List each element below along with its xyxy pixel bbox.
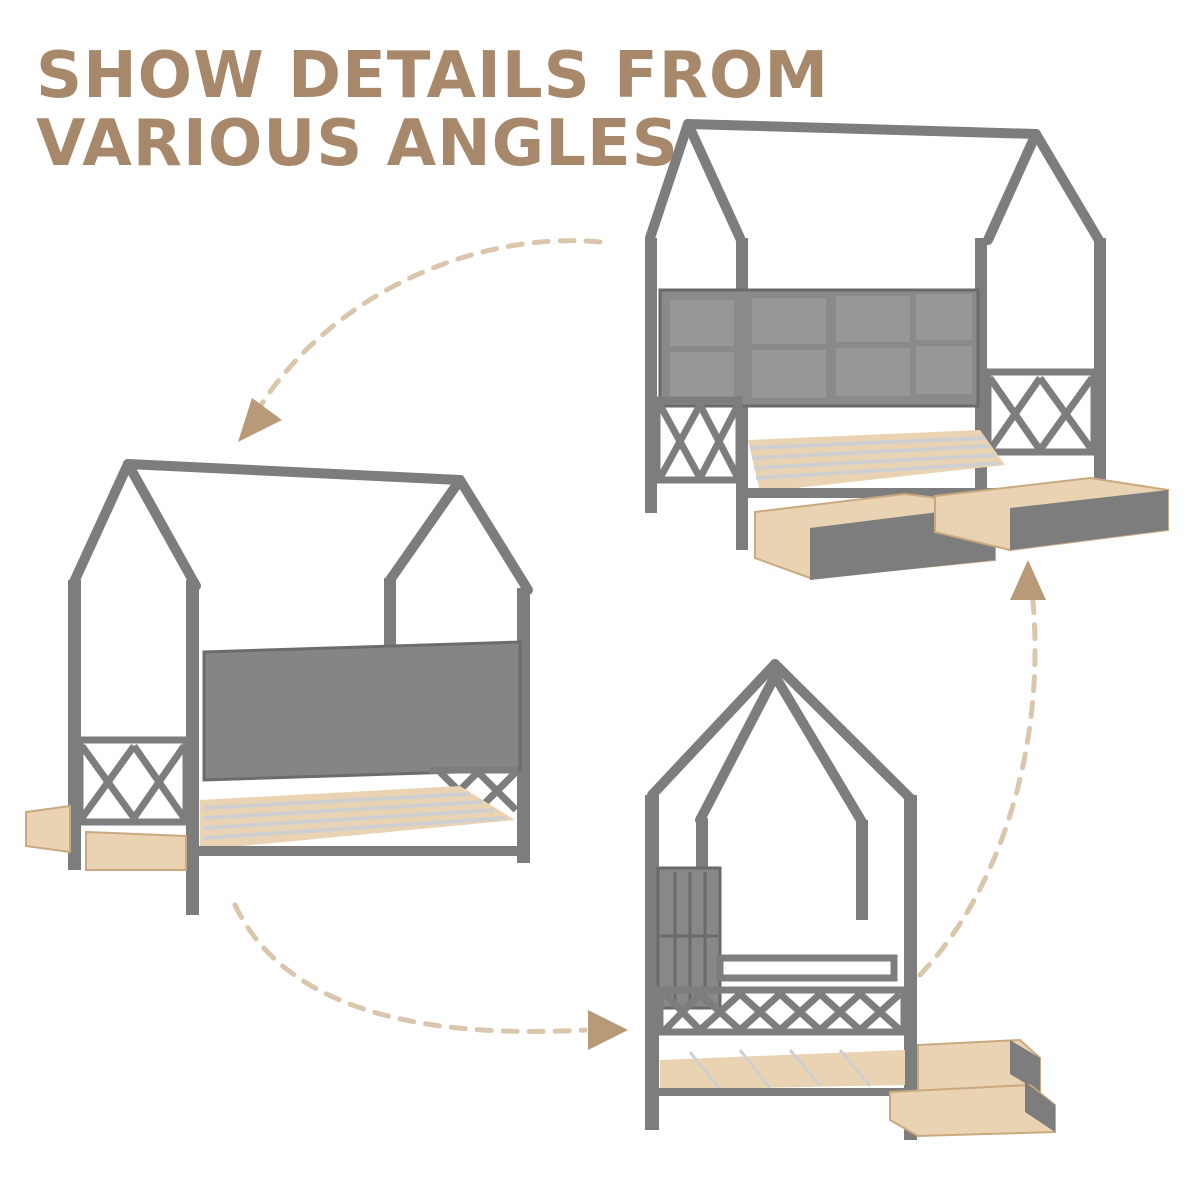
arrow-left-to-bottom — [232, 902, 588, 1034]
side-bookshelf — [656, 866, 722, 1010]
arrow-heads — [238, 398, 1046, 1050]
side-drawers — [889, 1038, 1056, 1138]
bed-back-view — [25, 459, 533, 915]
slats — [746, 430, 1005, 498]
drawer-left — [25, 804, 71, 854]
bookshelf — [658, 288, 980, 408]
arrow-head-left-icon — [238, 398, 282, 442]
headline-line-2: VARIOUS ANGLES — [36, 107, 679, 181]
arrow-head-bottom-icon — [588, 1010, 628, 1050]
headline-line-1: SHOW DETAILS FROM — [36, 39, 830, 113]
bed-side-view — [645, 659, 1056, 1140]
back-panel — [202, 640, 522, 782]
arrow-bottom-to-right — [917, 572, 1038, 978]
arrow-head-right-icon — [1010, 560, 1046, 600]
rotation-arrows — [232, 238, 1038, 1034]
drawers — [754, 476, 1169, 580]
arrow-top-to-left — [249, 238, 603, 423]
bed-front-view — [645, 119, 1169, 580]
headline: SHOW DETAILS FROM VARIOUS ANGLES — [36, 42, 829, 178]
